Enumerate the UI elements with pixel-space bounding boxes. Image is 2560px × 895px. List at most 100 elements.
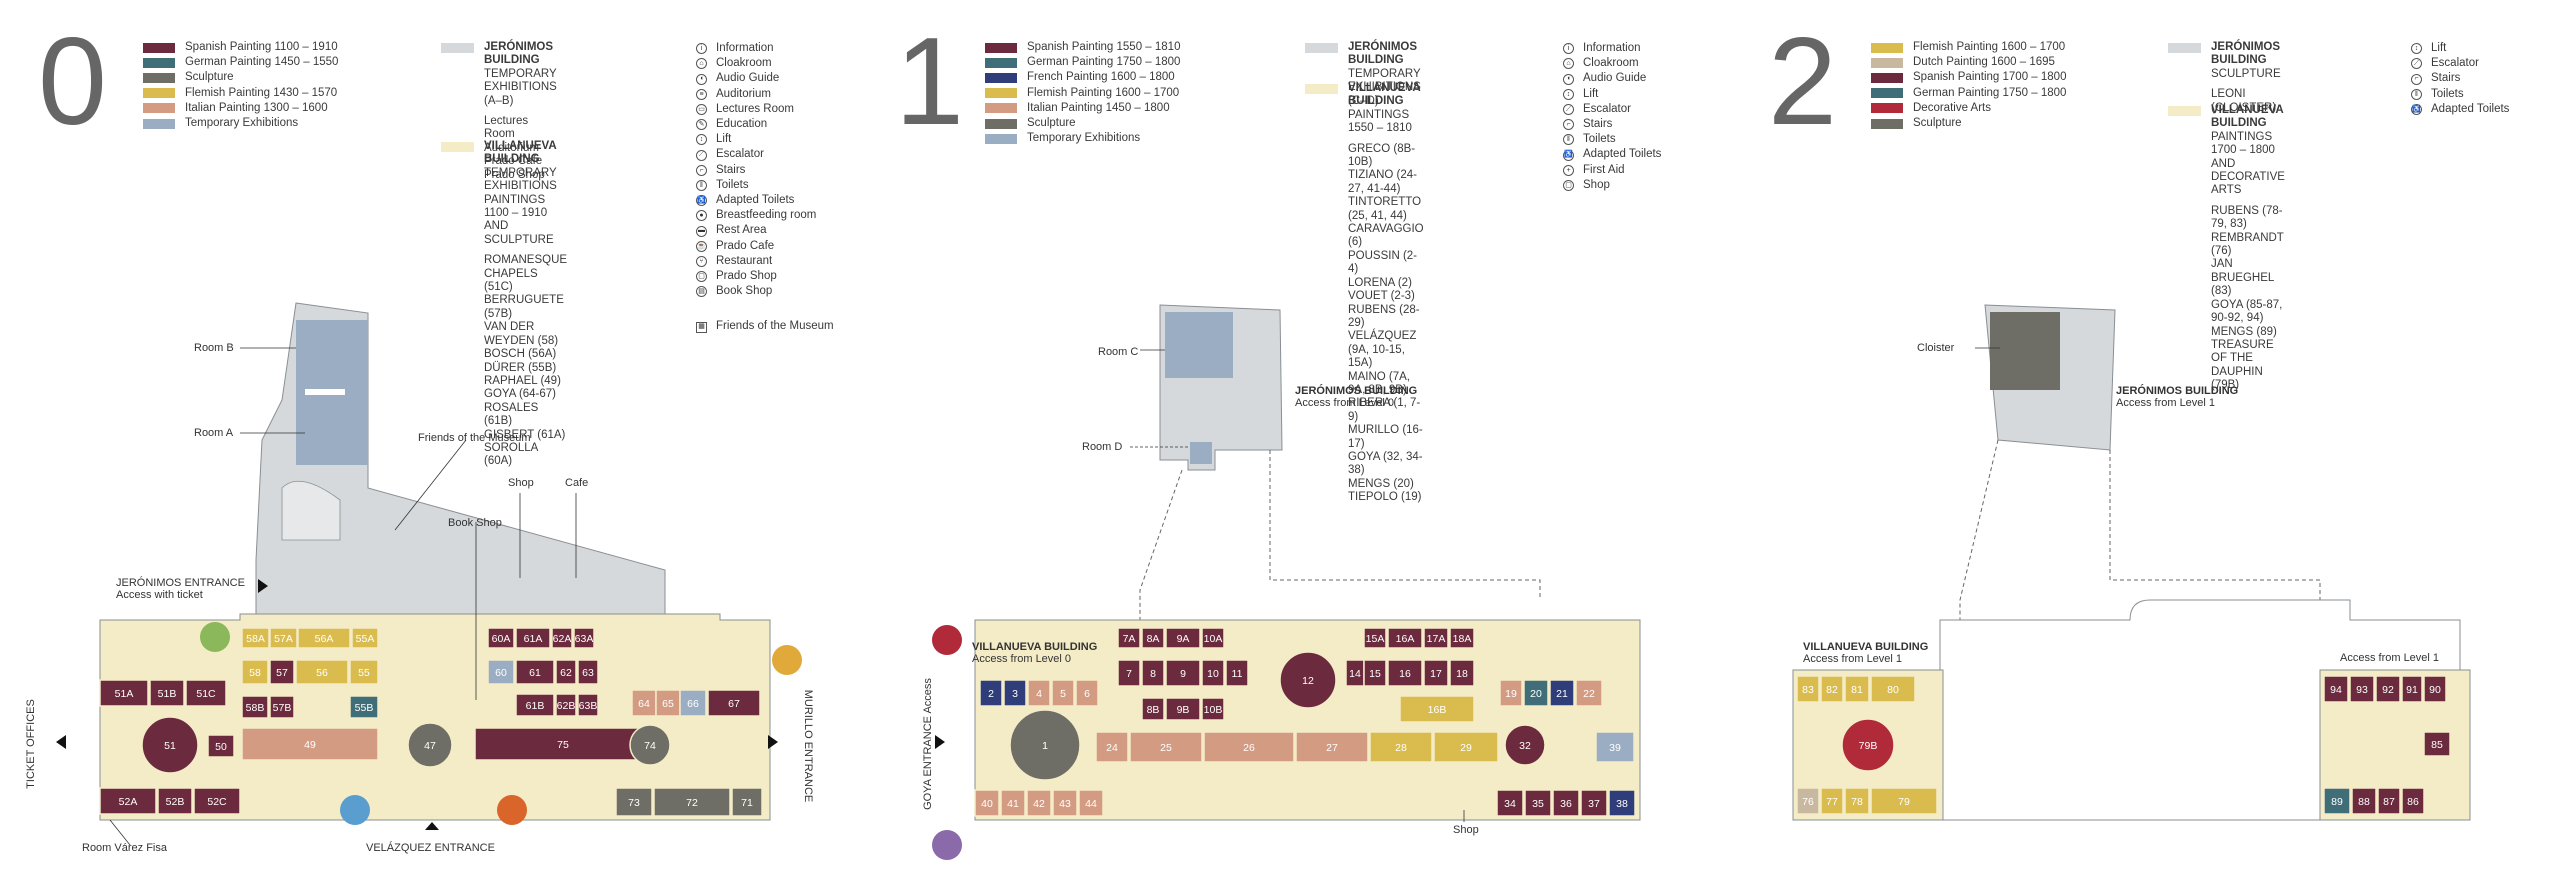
room-label: 2 <box>988 688 994 700</box>
cloakroom-marker <box>932 830 962 860</box>
room-11 <box>1225 659 1249 687</box>
room-label: 47 <box>424 740 436 752</box>
collection-legend: Spanish Painting 1550 – 1810 German Pain… <box>985 40 1180 146</box>
entrance-arrow <box>56 735 66 749</box>
room-label: 16 <box>1399 668 1411 680</box>
room-74 <box>629 724 671 766</box>
room-label: 16B <box>1428 704 1447 716</box>
room-58B <box>241 695 269 719</box>
room-label: 67 <box>728 698 740 710</box>
room-label: 90 <box>2429 684 2441 696</box>
room-a-label: Room A <box>194 427 234 439</box>
room-label: 1 <box>1042 740 1048 752</box>
room-label: 64 <box>638 698 650 710</box>
cloister <box>1990 312 2060 390</box>
room-36 <box>1552 789 1580 817</box>
room-9A <box>1165 627 1201 649</box>
room-79B <box>1841 718 1895 772</box>
room-77 <box>1820 787 1844 815</box>
room-label: 56A <box>315 633 334 645</box>
room-label: 16A <box>1396 633 1415 645</box>
room-47 <box>407 722 453 768</box>
legend-item: Dutch Painting 1600 – 1695 <box>1871 55 2066 70</box>
room-80 <box>1870 675 1916 703</box>
room-78 <box>1844 787 1870 815</box>
room-label: 78 <box>1851 796 1863 808</box>
lift-icon: ↕ <box>2411 43 2422 55</box>
room-label: 17A <box>1427 633 1446 645</box>
escalator-icon: ⟋ <box>1563 103 1574 115</box>
room-label: 60A <box>492 633 511 645</box>
room-66 <box>679 689 707 717</box>
room-81 <box>1844 675 1870 703</box>
legend-item: Decorative Arts <box>1871 101 2066 116</box>
legend-item: French Painting 1600 – 1800 <box>985 70 1180 85</box>
room-90 <box>2423 675 2447 703</box>
entrance-arrow <box>768 735 778 749</box>
room-label: 7A <box>1123 633 1136 645</box>
room-91 <box>2401 675 2423 703</box>
room-label: 34 <box>1504 798 1516 810</box>
room-25 <box>1129 731 1203 763</box>
legend-item: Italian Painting 1300 – 1600 <box>143 101 338 116</box>
room-63B <box>577 693 599 717</box>
room-label: 6 <box>1084 688 1090 700</box>
audio-guide-icon: ◖ <box>696 73 707 85</box>
room-57 <box>269 659 295 685</box>
room-7A <box>1117 627 1141 649</box>
cloakroom-marker <box>932 625 962 655</box>
room-40 <box>974 789 1000 817</box>
room-12 <box>1279 651 1337 709</box>
room-15A <box>1363 627 1387 649</box>
room-label: 41 <box>1007 798 1019 810</box>
room-c <box>1165 312 1233 378</box>
cloakroom-icon: ⌂ <box>696 58 707 70</box>
room-50 <box>207 734 235 758</box>
room-label: 18 <box>1456 668 1468 680</box>
room-label: 58B <box>246 702 265 714</box>
shop-label: Shop <box>508 477 534 489</box>
shop-icon: ▢ <box>696 271 707 283</box>
room-17 <box>1423 659 1449 687</box>
room-8B <box>1141 697 1165 721</box>
room-label: 10 <box>1207 668 1219 680</box>
room-label: 26 <box>1243 742 1255 754</box>
room-18A <box>1449 627 1475 649</box>
room-label: 27 <box>1326 742 1338 754</box>
room-label: 5 <box>1060 688 1066 700</box>
friends-label: Friends of the Museum <box>418 432 531 444</box>
room-label: 63 <box>582 667 594 679</box>
cafe-label: Cafe <box>565 477 589 489</box>
restaurant-icon: ⑂ <box>696 255 707 267</box>
room-label: 93 <box>2356 684 2368 696</box>
room-61B <box>515 693 555 717</box>
room-18 <box>1449 659 1475 687</box>
room-label: 9B <box>1177 704 1190 716</box>
room-label: 4 <box>1036 688 1042 700</box>
room-d <box>1190 442 1212 464</box>
room-label: 83 <box>1802 684 1814 696</box>
room-20 <box>1523 679 1549 707</box>
stairs-icon: ⌐ <box>2411 73 2422 85</box>
legend-item: Flemish Painting 1600 – 1700 <box>985 86 1180 101</box>
legend-item: Sculpture <box>1871 116 2066 131</box>
room-51A <box>99 679 149 707</box>
room-58A <box>241 627 270 649</box>
room-26 <box>1203 731 1295 763</box>
escalator-icon: ⟋ <box>2411 58 2422 70</box>
services-legend: ↕Lift ⟋Escalator ⌐Stairs ‖Toilets ♿Adapt… <box>2411 42 2510 115</box>
education-icon: ✎ <box>696 119 707 131</box>
room-label: 52A <box>119 796 138 808</box>
room-24 <box>1095 731 1129 763</box>
entrance-arrow <box>258 579 268 593</box>
room-label: 58A <box>246 633 265 645</box>
friends-icon: ▦ <box>696 321 707 333</box>
room-62B <box>555 693 577 717</box>
level-number: 2 <box>1768 13 1837 151</box>
room-41 <box>1000 789 1026 817</box>
room-60 <box>487 659 515 685</box>
room-label: 79B <box>1859 740 1878 752</box>
